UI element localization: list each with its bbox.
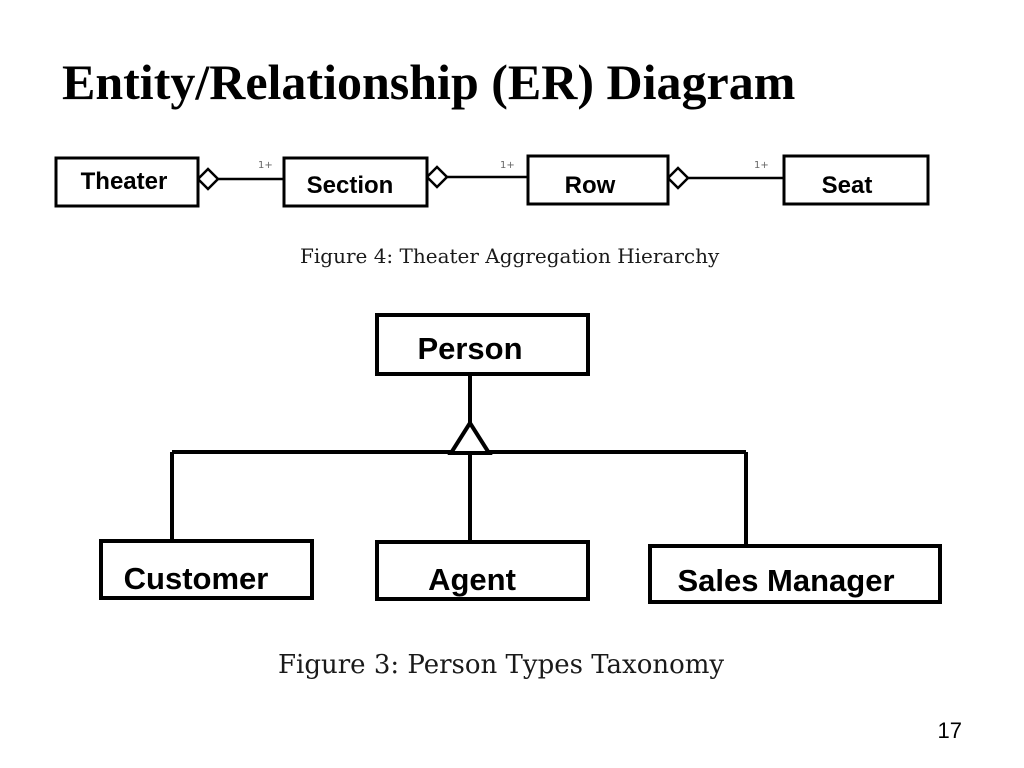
aggregation-diamond-row xyxy=(666,166,690,190)
slide-number: 17 xyxy=(937,718,962,743)
multiplicity-label: 1+ xyxy=(754,160,769,171)
multiplicity-label: 1+ xyxy=(500,160,515,171)
entity-box-seat xyxy=(782,154,930,206)
slide-title: Entity/Relationship (ER) Diagram xyxy=(62,54,796,110)
aggregation-diamond-section xyxy=(425,165,449,189)
entity-box-section xyxy=(282,156,429,208)
entity-label-section: Section xyxy=(307,172,394,199)
entity-label-person: Person xyxy=(417,331,522,366)
entity-box-person xyxy=(375,313,590,376)
taxonomy-diagram: Person Customer Agent Sales Manager xyxy=(99,313,942,604)
entity-label-sales-manager: Sales Manager xyxy=(677,563,894,598)
aggregation-diagram: Theater Section Row Seat 1+ 1+ 1+ xyxy=(54,154,930,208)
multiplicity-label: 1+ xyxy=(258,160,273,171)
entity-label-row: Row xyxy=(565,172,616,199)
entity-box-agent xyxy=(375,540,590,601)
entity-box-theater xyxy=(54,156,200,208)
entity-label-theater: Theater xyxy=(81,168,168,195)
aggregation-diamond-theater xyxy=(196,167,220,191)
entity-label-customer: Customer xyxy=(124,561,269,596)
figure-3-caption: Figure 3: Person Types Taxonomy xyxy=(278,650,725,680)
entity-label-seat: Seat xyxy=(822,172,873,199)
entity-label-agent: Agent xyxy=(428,562,516,597)
figure-4-caption: Figure 4: Theater Aggregation Hierarchy xyxy=(300,244,720,268)
entity-box-customer xyxy=(99,539,314,600)
entity-box-sales-manager xyxy=(648,544,942,604)
entity-box-row xyxy=(526,154,670,206)
inheritance-triangle xyxy=(447,419,493,455)
